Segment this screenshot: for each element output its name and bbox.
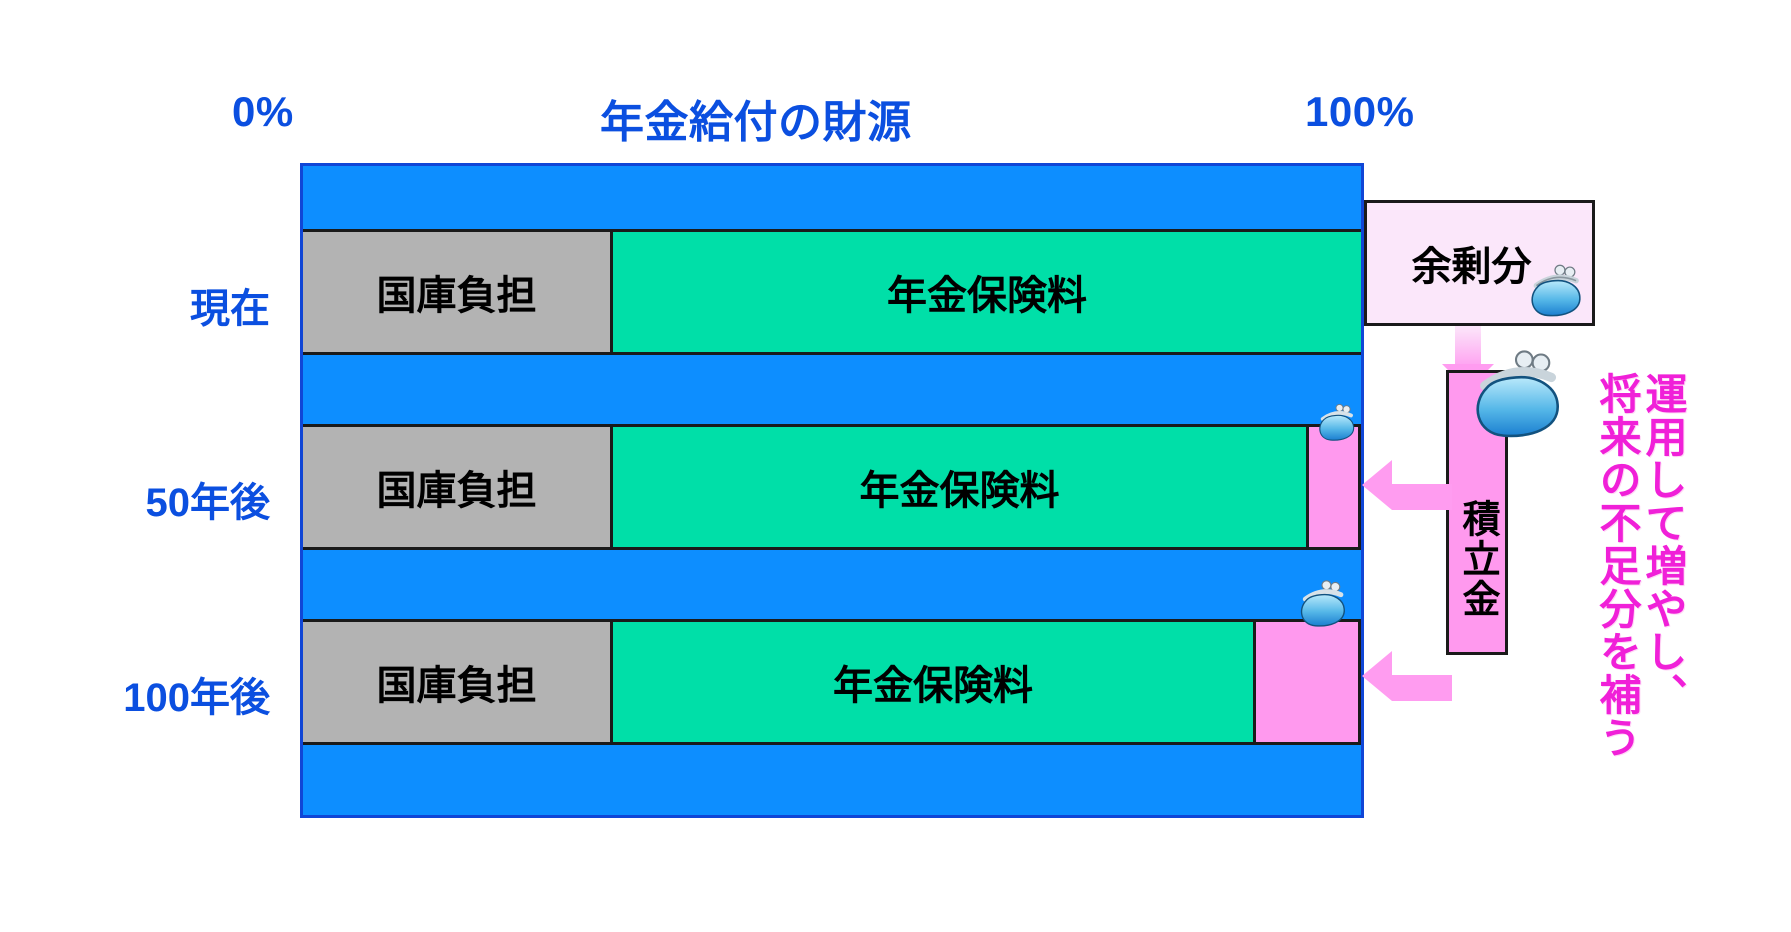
axis-label-zero-percent: 0% (232, 88, 294, 135)
bar-row-50-years-later: 国庫負担 年金保険料 (303, 424, 1361, 550)
chart-title: 年金給付の財源 (600, 98, 912, 147)
row-label-50-years-later: 50年後 (145, 481, 271, 525)
caption-line-1: 運用して増やし、 (1640, 372, 1687, 716)
row-label-present: 現在 (190, 287, 270, 331)
segment-reserve-fund (1306, 427, 1361, 547)
arrow-down-surplus-to-reserve (1455, 326, 1481, 370)
surplus-label: 余剰分 (1411, 245, 1532, 289)
axis-label-hundred-percent: 100% (1305, 88, 1415, 135)
caption-block: 運用して増やし、 将来の不足分を補う (1594, 372, 1687, 759)
funding-source-frame: 国庫負担 年金保険料 国庫負担 年金保険料 国庫負担 年金保険料 (300, 163, 1364, 818)
reserve-fund-label: 積立金 (1456, 498, 1498, 619)
segment-pension-premium: 年金保険料 (613, 232, 1361, 352)
caption-line-2: 将来の不足分を補う (1594, 372, 1641, 759)
segment-treasury-burden: 国庫負担 (303, 232, 613, 352)
segment-reserve-fund (1253, 622, 1361, 742)
segment-treasury-burden: 国庫負担 (303, 427, 613, 547)
segment-treasury-burden: 国庫負担 (303, 622, 613, 742)
arrow-left-reserve-to-100y-head (1362, 651, 1392, 701)
bar-row-present: 国庫負担 年金保険料 (303, 229, 1361, 355)
surplus-box: 余剰分 (1364, 200, 1595, 326)
reserve-fund-column: 積立金 (1446, 370, 1508, 655)
arrow-left-reserve-to-50y-head (1362, 460, 1392, 510)
segment-pension-premium: 年金保険料 (613, 427, 1306, 547)
bar-row-100-years-later: 国庫負担 年金保険料 (303, 619, 1361, 745)
arrow-left-reserve-to-100y (1392, 675, 1452, 701)
arrow-left-reserve-to-50y (1392, 484, 1452, 510)
segment-pension-premium: 年金保険料 (613, 622, 1253, 742)
row-label-100-years-later: 100年後 (123, 676, 270, 720)
